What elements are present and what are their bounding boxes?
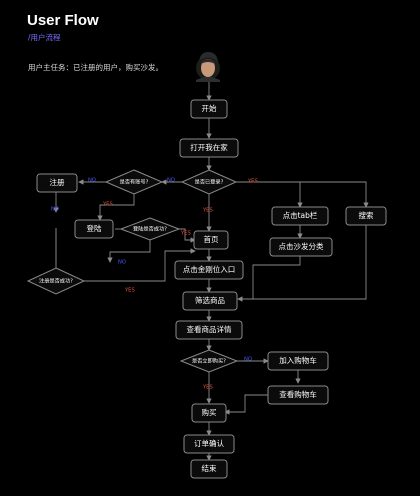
svg-text:加入购物车: 加入购物车 [279,355,317,365]
node-sofa-category: 点击沙发分类 [269,237,333,257]
edge-label-yes: YES [102,202,113,208]
svg-text:登陆是否成功?: 登陆是否成功? [133,225,167,233]
node-logged-in-decision: 是否已登录? [180,169,238,195]
node-buy-now-decision: 是否立即购买? [179,349,239,373]
svg-text:是否有账号?: 是否有账号? [120,178,149,186]
edge-label-yes: YES [124,288,135,294]
svg-text:搜索: 搜索 [359,210,374,220]
svg-text:筛选商品: 筛选商品 [195,295,225,305]
svg-text:点击金刚位入口: 点击金刚位入口 [183,264,236,274]
svg-text:开始: 开始 [202,103,217,113]
node-start: 开始 [190,99,228,119]
svg-text:点击沙发分类: 点击沙发分类 [279,241,324,251]
node-register: 注册 [36,173,78,193]
svg-text:登陆: 登陆 [87,223,102,233]
svg-text:点击tab栏: 点击tab栏 [283,210,318,220]
svg-text:查看购物车: 查看购物车 [279,389,317,399]
node-login: 登陆 [74,219,114,239]
page-title: User Flow [27,12,99,29]
svg-text:购买: 购买 [202,407,217,417]
node-tab-bar: 点击tab栏 [271,206,329,226]
svg-text:订单确认: 订单确认 [194,438,224,448]
node-detail: 查看商品详情 [175,320,243,340]
edge-label-no: NO [167,178,175,184]
svg-text:是否立即购买?: 是否立即购买? [192,357,226,365]
node-register-ok-decision: 注册是否成功? [26,267,86,295]
node-end: 结束 [190,459,228,479]
svg-text:首页: 首页 [204,234,219,244]
edge-label-yes: YES [202,385,213,391]
edge-label-yes: YES [202,208,213,214]
node-view-cart: 查看购物车 [267,385,329,405]
svg-text:打开我在家: 打开我在家 [190,142,228,152]
user-task: 用户主任务：已注册的用户，购买沙发。 [28,63,163,72]
node-login-ok-decision: 登陆是否成功? [119,217,181,241]
page-subtitle: /用户流程 [28,33,61,42]
node-has-account-decision: 是否有账号? [104,169,164,195]
node-buy: 购买 [191,403,227,423]
node-home: 首页 [193,230,229,250]
edge-label-no: NO [244,357,252,363]
user-avatar-icon [196,52,220,82]
edge-label-no: NO [51,207,59,213]
node-gold-entry: 点击金刚位入口 [174,260,244,280]
svg-text:注册: 注册 [50,177,65,187]
edge-label-yes: YES [180,231,191,237]
svg-text:注册是否成功?: 注册是否成功? [39,277,73,285]
svg-text:结束: 结束 [202,463,217,473]
svg-text:是否已登录?: 是否已登录? [195,178,224,186]
node-add-cart: 加入购物车 [267,351,329,371]
svg-text:查看商品详情: 查看商品详情 [187,324,232,334]
node-filter: 筛选商品 [182,291,238,311]
edge-label-no: NO [88,178,96,184]
node-open-home: 打开我在家 [179,138,239,158]
node-search: 搜索 [345,206,387,226]
edge-label-yes: YES [247,179,258,185]
edge-label-no: NO [118,260,126,266]
node-confirm: 订单确认 [183,434,235,454]
